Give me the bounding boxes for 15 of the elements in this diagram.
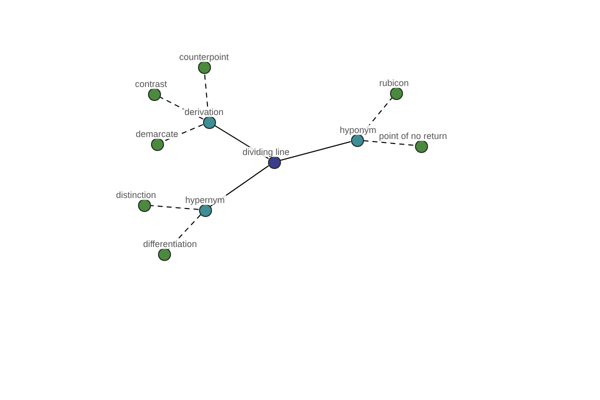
node-label: contrast (134, 78, 168, 88)
node-label: hyponym (338, 124, 378, 134)
node-label: point of no return (378, 130, 448, 140)
dashed-line (162, 124, 204, 142)
node-label: distinction (114, 190, 158, 200)
node-label: differentiation (142, 238, 198, 248)
node-label: rubicon (378, 78, 410, 88)
connector-line (280, 141, 352, 161)
node-label: demarcate (134, 128, 180, 138)
node-label: derivation (183, 106, 225, 116)
node-label: dividing line (241, 146, 291, 156)
dashed-line (150, 205, 200, 210)
node-label: counterpoint (178, 52, 230, 62)
dashed-line (362, 140, 416, 146)
node-label: hypernym (184, 194, 226, 204)
